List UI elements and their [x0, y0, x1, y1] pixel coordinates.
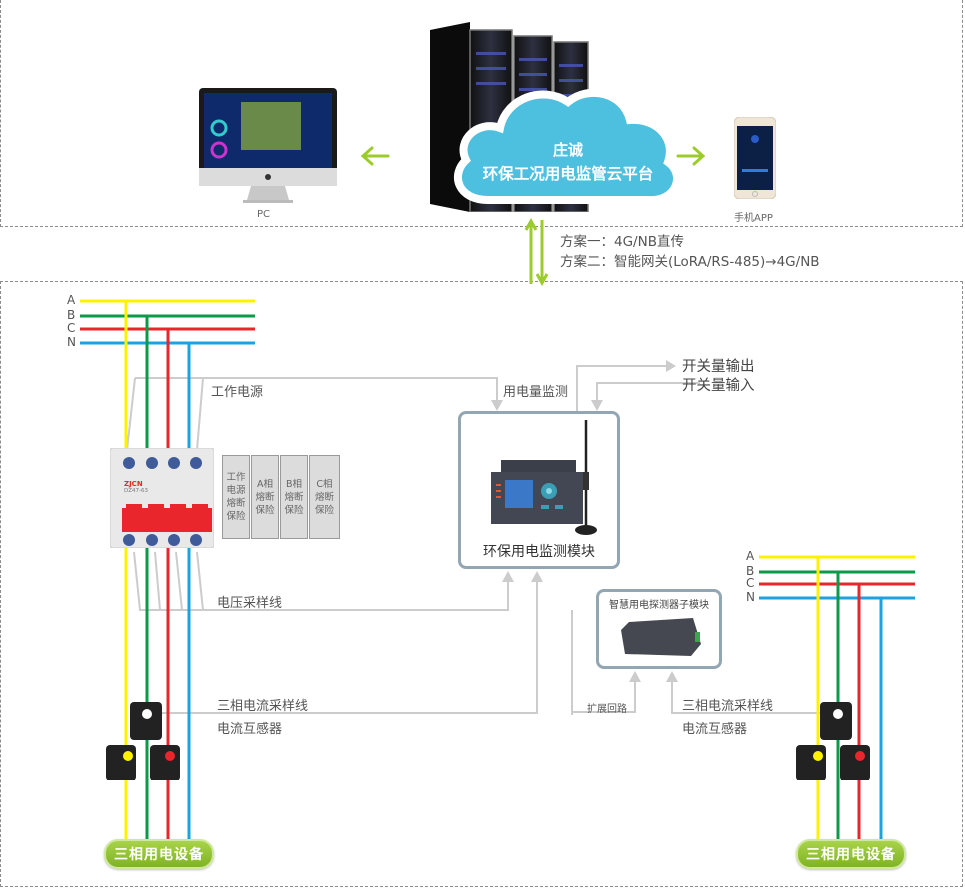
label-ct-left: 电流互感器	[217, 722, 283, 737]
phase-label-n-left: N	[67, 335, 76, 349]
breaker-model: DZ47-63	[124, 488, 148, 494]
detector-sub-module[interactable]: 智慧用电探测器子模块	[596, 589, 722, 669]
field-region	[0, 281, 963, 887]
arrow-to-pc-icon	[360, 146, 390, 166]
connector-arrowheads	[491, 360, 678, 682]
three-phase-equipment-right[interactable]: 三相用电设备	[796, 839, 906, 869]
label-power-monitor: 用电量监测	[503, 385, 569, 400]
label-work-power: 工作电源	[211, 385, 264, 400]
connector-lines	[126, 365, 820, 715]
phase-label-c-left: C	[67, 321, 76, 335]
antenna-icon	[575, 420, 597, 535]
arrow-to-phone-icon	[676, 146, 706, 166]
phase-label-a-left: A	[67, 293, 76, 307]
pc-label: PC	[257, 209, 271, 220]
phone-app[interactable]	[734, 117, 776, 199]
phase-label-b-left: B	[67, 308, 76, 322]
breaker-brand: ZJCN	[124, 480, 143, 488]
label-switch-output: 开关量输出	[682, 359, 755, 375]
fuse-phase-b: B相 熔断 保险	[280, 455, 308, 539]
label-expansion-loop: 扩展回路	[587, 704, 627, 715]
pc-monitor[interactable]	[199, 88, 337, 208]
current-transformers-left	[106, 702, 180, 780]
label-ct-right: 电流互感器	[682, 722, 748, 737]
main-module-label: 环保用电监测模块	[483, 544, 595, 560]
fuse-panel: 工作 电源 熔断 保险 A相 熔断 保险 B相 熔断 保险 C相 熔断 保险	[222, 455, 340, 539]
bidirectional-transmission-icon	[524, 218, 549, 286]
label-switch-input: 开关量输入	[682, 378, 755, 394]
cloud-title-platform: 环保工况用电监管云平台	[482, 165, 654, 183]
fuse-work-power: 工作 电源 熔断 保险	[222, 455, 250, 539]
cloud-title-brand: 庄诚	[552, 141, 583, 159]
cloud-shape	[453, 88, 682, 205]
three-phase-equipment-left[interactable]: 三相用电设备	[104, 839, 214, 869]
fuse-phase-a: A相 熔断 保险	[251, 455, 279, 539]
phase-label-n-right: N	[746, 590, 755, 604]
phase-label-c-right: C	[746, 576, 755, 590]
circuit-breaker: ZJCN DZ47-63	[109, 447, 215, 549]
transmission-scheme-1: 方案一：4G/NB直传	[560, 234, 684, 250]
label-voltage-sampling: 电压采样线	[217, 596, 283, 611]
sub-module-label: 智慧用电探测器子模块	[609, 600, 709, 611]
cloud-region	[0, 0, 963, 227]
phase-label-b-right: B	[746, 564, 755, 578]
right-phase-lines	[759, 555, 915, 845]
detector-device	[621, 618, 701, 656]
monitoring-device	[491, 460, 583, 524]
label-current-sampling-left: 三相电流采样线	[217, 699, 309, 714]
phase-label-a-right: A	[746, 549, 755, 563]
current-transformers-right	[796, 702, 870, 780]
main-monitoring-module[interactable]: 环保用电监测模块	[458, 411, 620, 569]
label-current-sampling-right: 三相电流采样线	[682, 699, 774, 714]
fuse-phase-c: C相 熔断 保险	[309, 455, 340, 539]
transmission-scheme-2: 方案二：智能网关(LoRA/RS-485)→4G/NB	[560, 254, 820, 270]
phone-label: 手机APP	[734, 213, 773, 224]
